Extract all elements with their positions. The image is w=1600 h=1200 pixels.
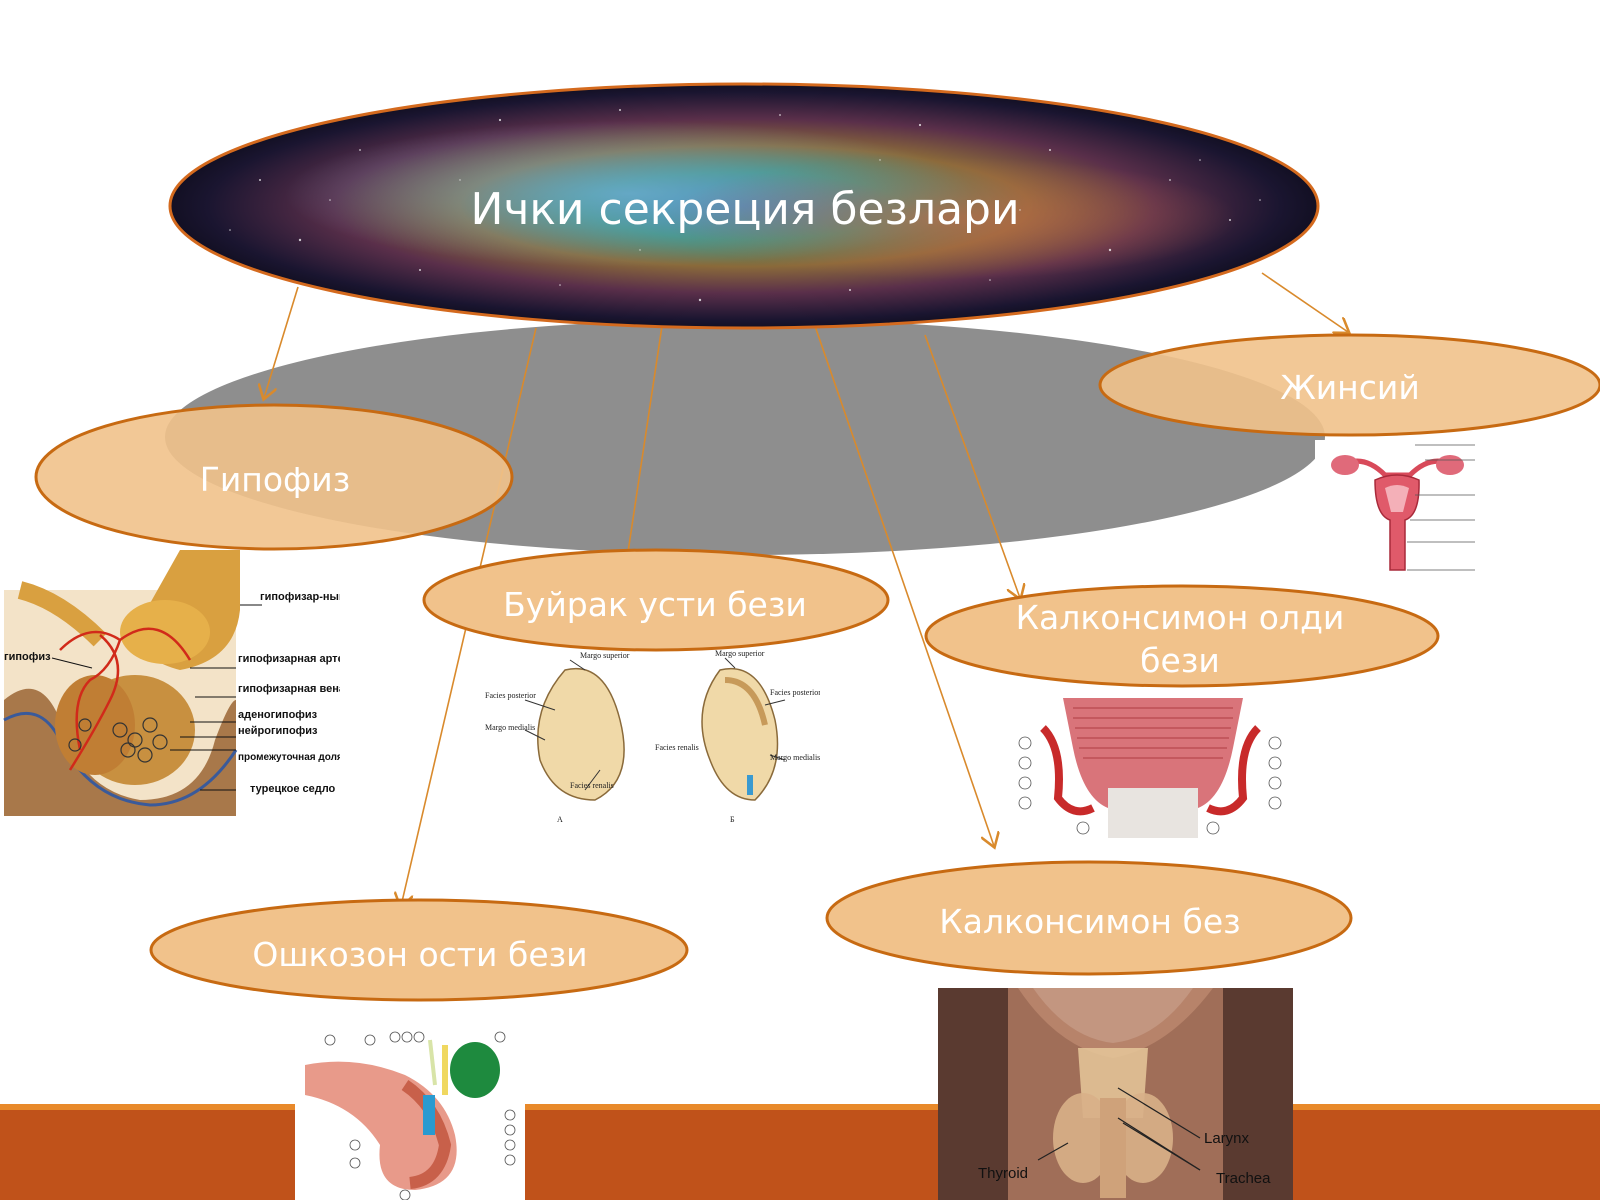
pituitary-label-3: гипофизарная вена — [238, 683, 340, 695]
pituitary-label-1: гипофиз — [4, 651, 51, 663]
footer-line — [0, 1104, 1600, 1110]
adrenal-illustration: Margo superior Margo superior Facies pos… — [485, 650, 820, 830]
pituitary-label-5: нейрогипофиз — [238, 725, 318, 737]
node-oshkozon-label: Ошкозон ости бези — [252, 934, 588, 974]
pituitary-label-2: гипофизарная артерия — [238, 653, 340, 665]
adrenal-label-2: Margo medialis — [485, 723, 535, 732]
reproductive-illustration — [1315, 440, 1490, 590]
node-jinsiy-shape — [1098, 333, 1600, 437]
adrenal-label-1: Facies posterior — [485, 691, 536, 700]
arrow-to-jinsiy — [1261, 272, 1348, 332]
pituitary-label-7: турецкое седло — [250, 783, 336, 795]
node-gipofiz-label: Гипофиз — [199, 459, 351, 499]
node-jinsiy-label: Жинсий — [1280, 367, 1420, 407]
pituitary-label-4: аденогипофиз — [238, 709, 318, 721]
node-gipofiz-shape — [34, 403, 514, 551]
node-kalkonsimon-oldi-label: Калконсимон олди бези — [1015, 598, 1345, 680]
page-title: Ички секреция безлари — [470, 184, 1020, 236]
thyroid-illustration: Larynx Thyroid Trachea — [938, 988, 1293, 1200]
node-kalkonsimon-oldi-shape — [924, 584, 1440, 688]
node-buyrak-label: Буйрак усти бези — [503, 584, 807, 624]
pituitary-label-0: гипофизар-ный ствол — [260, 591, 340, 603]
thyroid-label-larynx: Larynx — [1204, 1130, 1250, 1147]
adrenal-label-1b: Facies posterior — [770, 688, 820, 697]
arrow-to-gipofiz — [264, 286, 299, 398]
pancreas-illustration — [295, 1025, 525, 1200]
arrow-to-kalkonsimon-oldi — [924, 334, 1020, 598]
adrenal-label-0b: Margo superior — [715, 650, 765, 658]
thyroid-label-thyroid: Thyroid — [978, 1165, 1028, 1182]
pituitary-label-6: промежуточная доля гипофиза — [238, 751, 340, 763]
parathyroid-illustration — [1013, 688, 1288, 843]
footer-bar — [0, 1108, 1600, 1200]
adrenal-label-4: А — [557, 815, 563, 824]
pituitary-illustration: гипофизар-ный ствол гипофиз гипофизарная… — [0, 550, 340, 820]
adrenal-label-3: Facies renalis — [570, 781, 614, 790]
adrenal-label-0: Margo superior — [580, 651, 630, 660]
arrow-to-kalkonsimon — [814, 325, 994, 846]
adrenal-label-2b: Margo medialis — [770, 753, 820, 762]
adrenal-label-5: Б — [730, 815, 735, 824]
node-oshkozon-shape — [149, 898, 689, 1002]
arrow-to-buyrak — [625, 325, 663, 572]
node-kalkonsimon-shape — [825, 860, 1353, 976]
node-kalkonsimon-label: Калконсимон без — [939, 901, 1241, 941]
title-ellipse — [168, 82, 1320, 330]
node-buyrak-shape — [422, 548, 890, 652]
adrenal-label-3b: Facies renalis — [655, 743, 699, 752]
thyroid-label-trachea: Trachea — [1216, 1170, 1271, 1187]
